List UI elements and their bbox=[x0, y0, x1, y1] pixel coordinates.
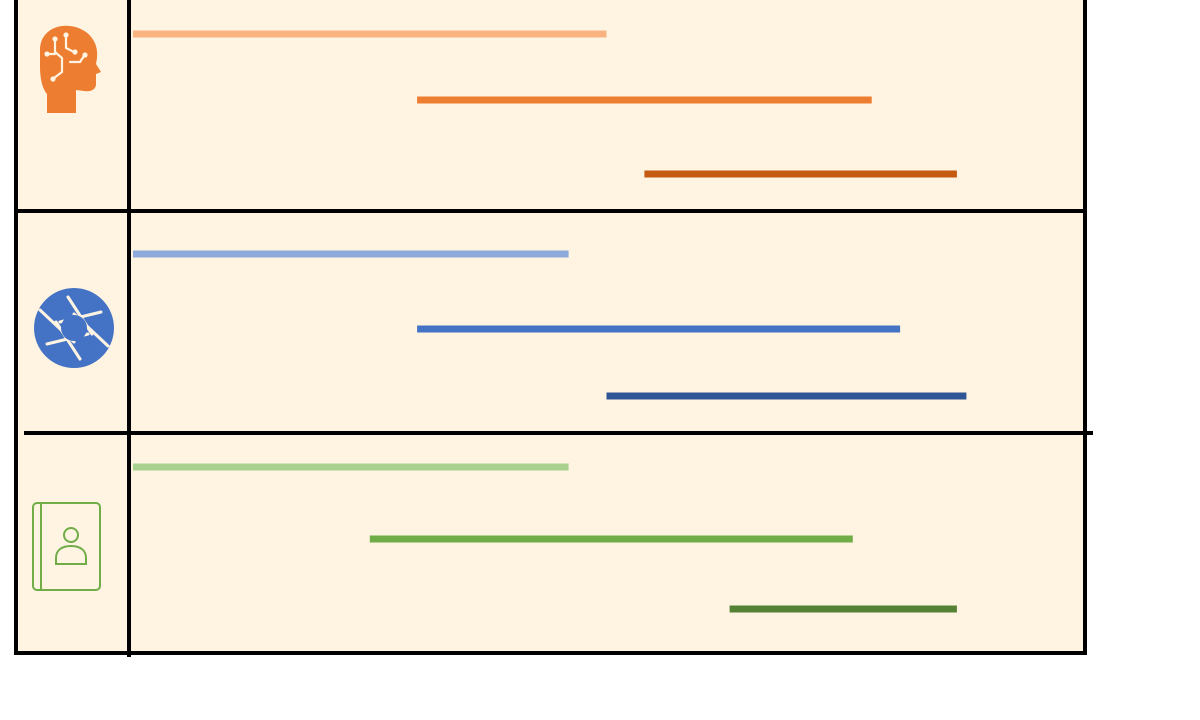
frame-lines bbox=[14, 0, 1093, 657]
lane-2-bar-2 bbox=[417, 325, 901, 333]
lane-1-bar-1 bbox=[133, 30, 607, 38]
contact-book-icon bbox=[32, 502, 101, 591]
lane-3-bar-3 bbox=[729, 605, 957, 613]
ai-head-icon bbox=[40, 25, 101, 114]
lane-3-bar-2 bbox=[369, 535, 853, 543]
lane-3-bar-1 bbox=[133, 463, 569, 471]
lane-2-bar-1 bbox=[133, 250, 569, 258]
camera-aperture-icon bbox=[34, 288, 114, 368]
lane-1-bar-3 bbox=[644, 170, 957, 178]
lane-1-bar-2 bbox=[417, 96, 872, 104]
lane-2-bar-3 bbox=[606, 392, 967, 400]
bars-layer bbox=[133, 30, 967, 613]
